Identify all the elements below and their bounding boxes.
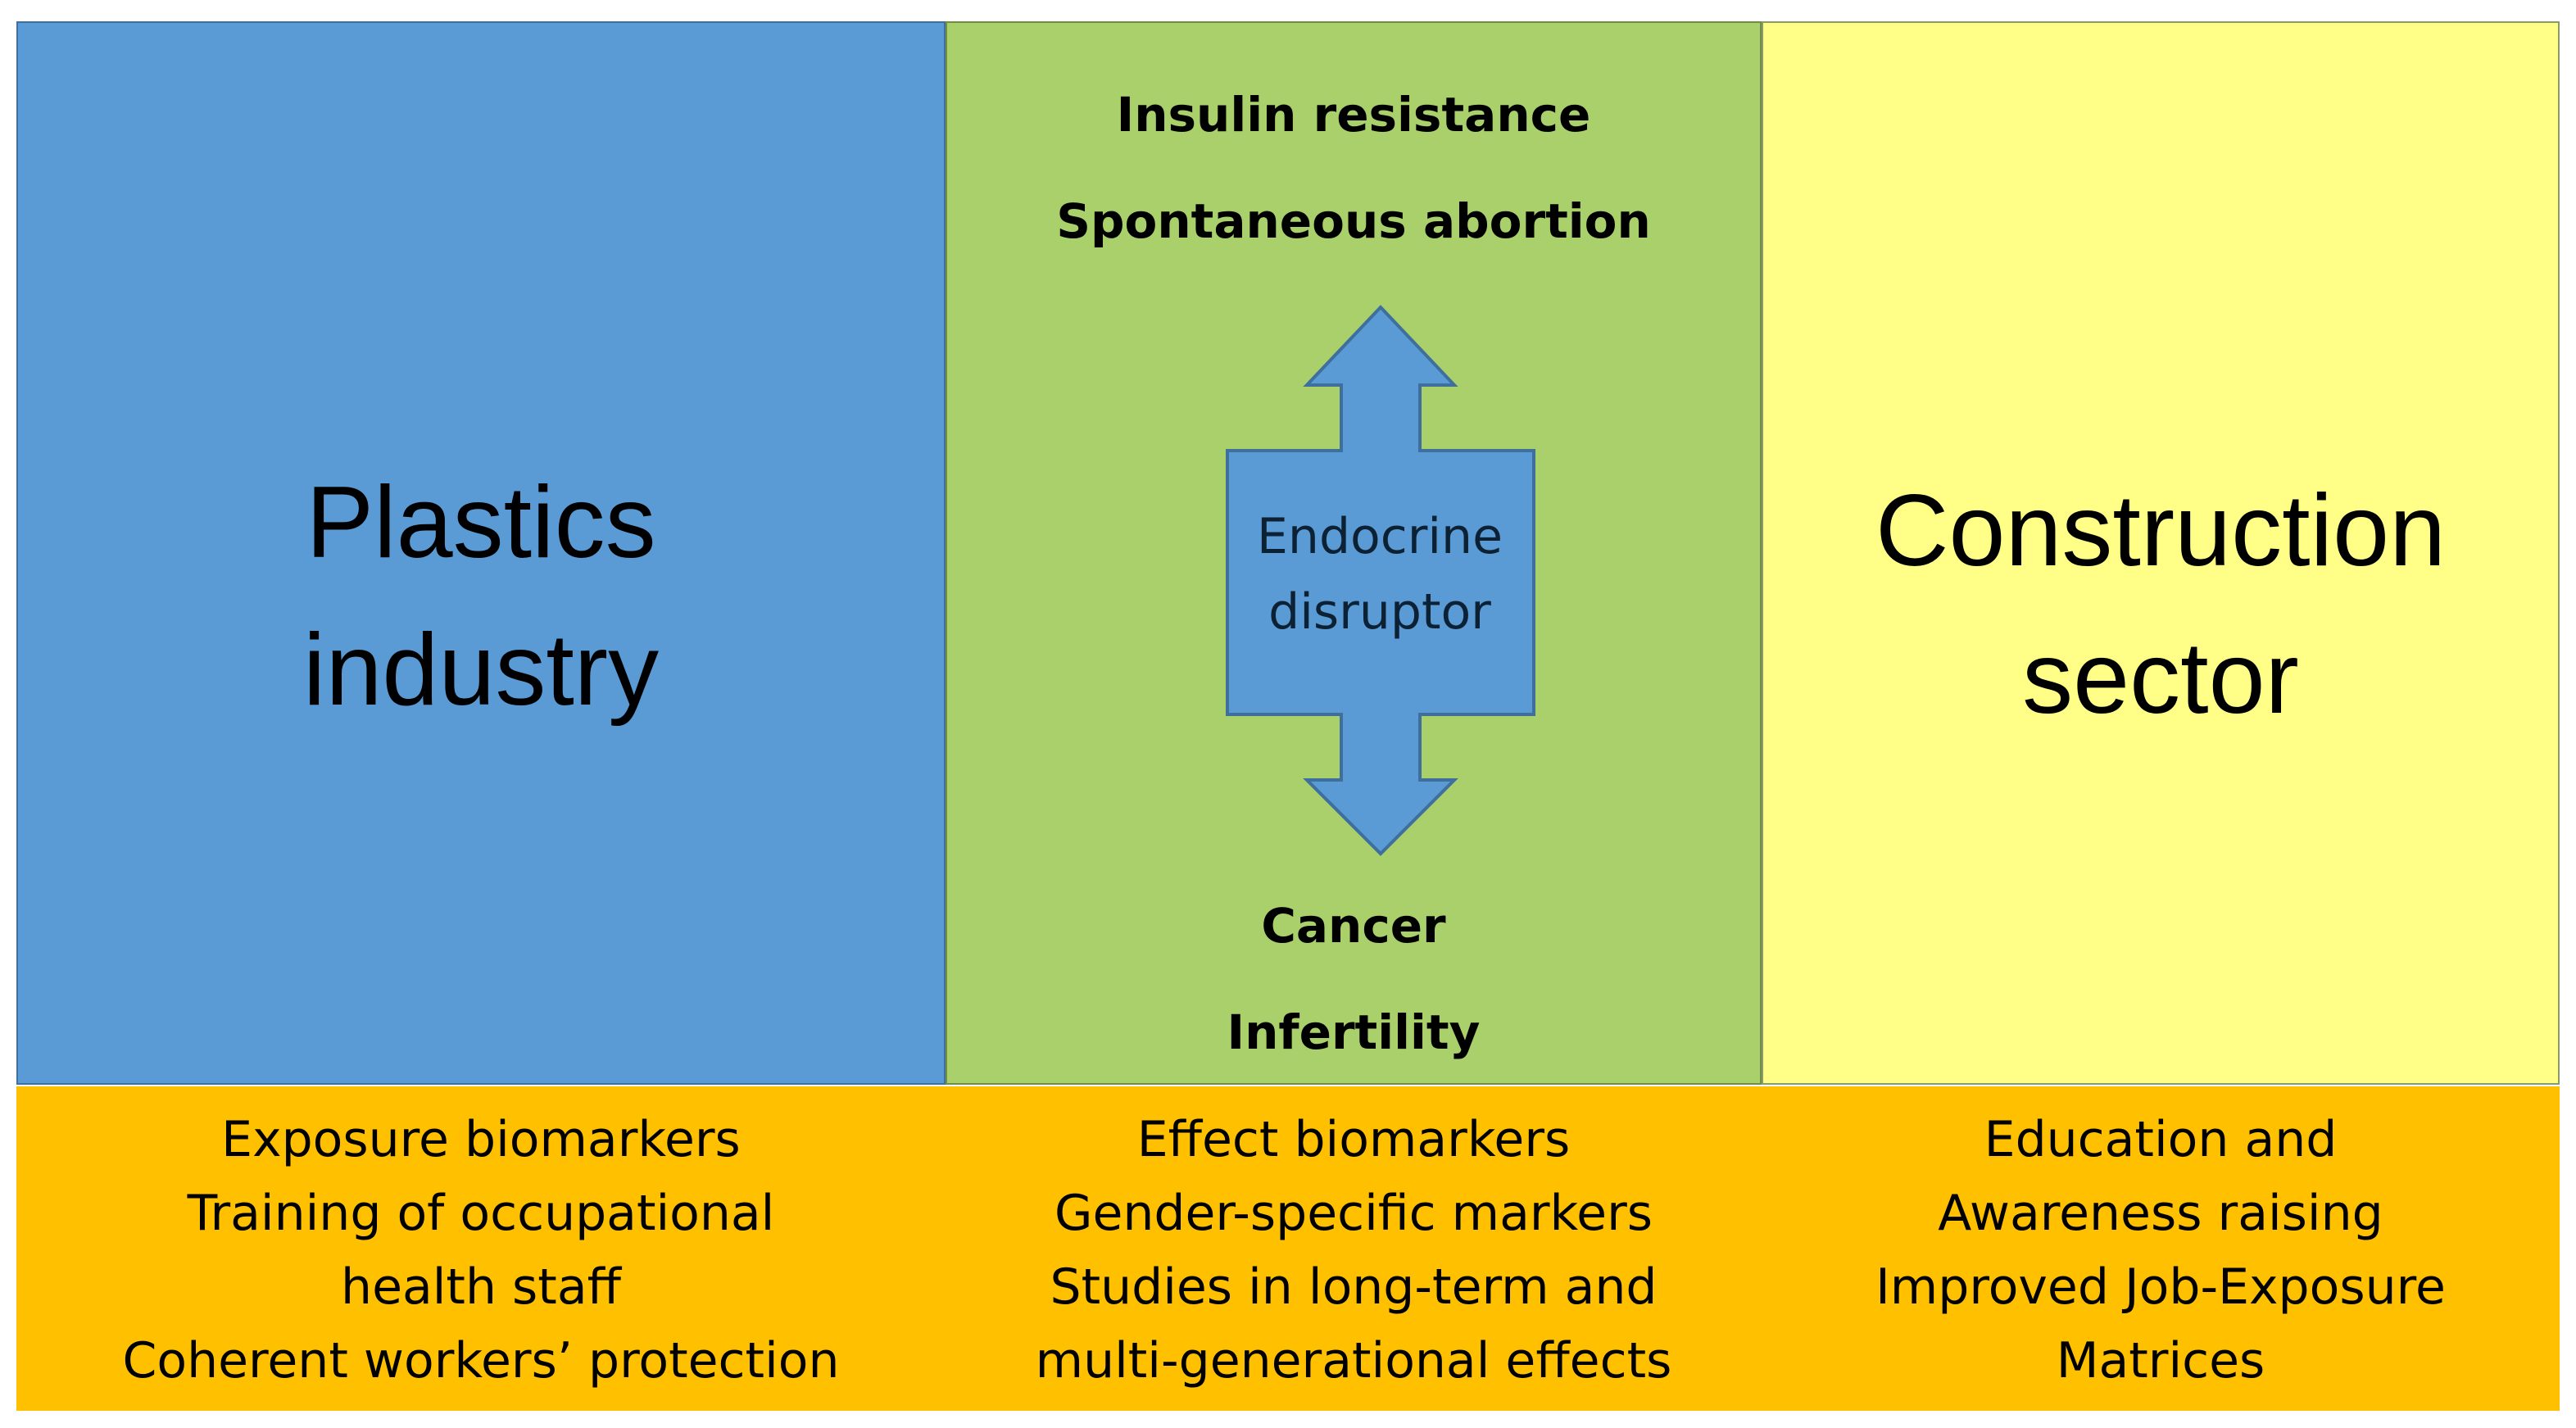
rec-effect-biomarkers: Effect biomarkers (1136, 1111, 1571, 1168)
double-vertical-arrow-icon (1226, 305, 1535, 856)
construction-title-line2: sector (2022, 622, 2299, 735)
rec-education: Education and (1984, 1111, 2338, 1168)
effect-cancer: Cancer (1261, 898, 1446, 954)
effect-spontaneous-abortion: Spontaneous abortion (1056, 193, 1651, 249)
rec-exposure-biomarkers: Exposure biomarkers (221, 1111, 741, 1168)
recommendations-right: Education and Awareness raising Improved… (1762, 1103, 2560, 1398)
effect-insulin-resistance: Insulin resistance (1116, 87, 1591, 143)
plastics-title-line1: Plastics (306, 466, 656, 579)
rec-awareness: Awareness raising (1938, 1185, 2383, 1242)
plastics-industry-panel: Plastics industry (16, 21, 946, 1085)
health-effects-panel: Insulin resistance Spontaneous abortion … (946, 21, 1762, 1085)
construction-sector-panel: Construction sector (1762, 21, 2560, 1085)
rec-gender-markers: Gender-specific markers (1054, 1185, 1653, 1242)
recommendations-band: Exposure biomarkers Training of occupati… (16, 1086, 2560, 1411)
rec-improved-jem: Improved Job-Exposure (1875, 1258, 2446, 1316)
rec-matrices: Matrices (2056, 1332, 2265, 1389)
recommendations-left: Exposure biomarkers Training of occupati… (16, 1103, 946, 1398)
effect-infertility: Infertility (1227, 1004, 1481, 1060)
disruptor-label: disruptor (1268, 583, 1491, 641)
rec-coherent-protection: Coherent workers’ protection (122, 1332, 840, 1389)
rec-health-staff: health staff (341, 1258, 621, 1316)
rec-long-term-studies: Studies in long-term and (1050, 1258, 1658, 1316)
rec-multi-generational: multi-generational effects (1035, 1332, 1672, 1389)
rec-training-occupational: Training of occupational (187, 1185, 775, 1242)
construction-title-line1: Construction (1875, 474, 2447, 587)
recommendations-middle: Effect biomarkers Gender-specific marker… (946, 1103, 1762, 1398)
endocrine-label: Endocrine (1257, 508, 1503, 565)
plastics-title-line2: industry (302, 614, 660, 727)
arrow-shape (1226, 305, 1535, 856)
